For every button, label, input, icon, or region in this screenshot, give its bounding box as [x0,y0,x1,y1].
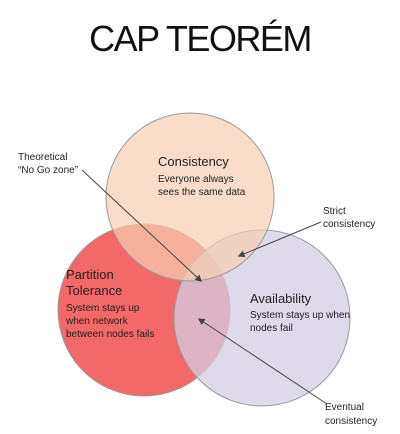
no-go-zone-arrow [81,169,203,282]
partition-heading-line-1: Partition [66,267,114,282]
strict-consistency-arrow [237,221,322,258]
availability-heading: Availability [250,291,312,306]
eventual-consistency-arrow [197,318,328,405]
strict-consistency-label-line-1: Strict [323,206,346,217]
no-go-zone-label-line-2: “No Go zone” [18,165,78,176]
eventual-consistency-label-line-1: Eventual [325,402,364,413]
availability-desc-line-2: nodes fail [250,323,293,334]
no-go-zone-label-line-1: Theoretical [18,152,67,163]
partition-desc-line-3: between nodes fails [66,329,154,340]
consistency-desc-line-2: sees the same data [158,187,246,198]
partition-heading-line-2: Tolerance [66,283,122,298]
partition-desc-line-1: System stays up [66,303,140,314]
strict-consistency-label-line-2: consistency [323,219,375,230]
consistency-circle [105,112,275,282]
page-title: CAP TEORÉM [89,18,312,59]
availability-desc-line-1: System stays up when [250,310,350,321]
consistency-desc-line-1: Everyone always [158,174,234,185]
partition-desc-line-2: when network [65,316,129,327]
eventual-consistency-label-line-2: consistency [325,416,377,427]
consistency-heading: Consistency [158,154,229,169]
